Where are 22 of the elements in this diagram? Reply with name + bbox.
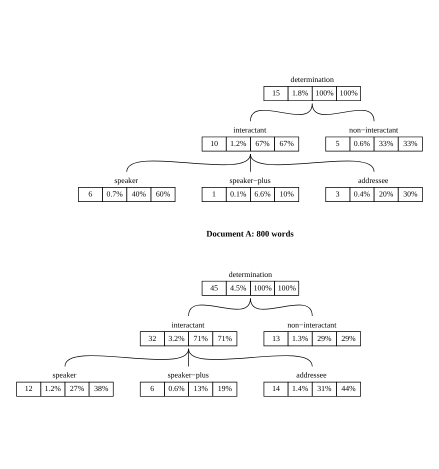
node-label: addressee — [358, 175, 388, 184]
label: Document A: 800 words — [206, 228, 294, 238]
node-label: speaker−plus — [229, 175, 271, 184]
connector — [312, 102, 374, 122]
node-label: speaker — [114, 175, 138, 184]
connector — [250, 153, 374, 172]
connector — [250, 297, 313, 316]
node-label: speaker−plus — [168, 370, 209, 380]
node-label: addressee — [296, 370, 327, 380]
connector — [64, 348, 189, 366]
node-label: speaker — [52, 370, 76, 380]
connector — [188, 348, 313, 366]
node-label: interactant — [233, 125, 266, 134]
node-label: determination — [228, 269, 272, 278]
node-label: interactant — [172, 320, 204, 329]
connector — [250, 153, 251, 172]
node-label: non−interactant — [287, 320, 336, 329]
connector — [250, 102, 313, 122]
node-label: determination — [290, 74, 334, 84]
connector — [126, 153, 251, 172]
node-label: non−interactant — [349, 125, 398, 134]
connector — [188, 348, 189, 366]
